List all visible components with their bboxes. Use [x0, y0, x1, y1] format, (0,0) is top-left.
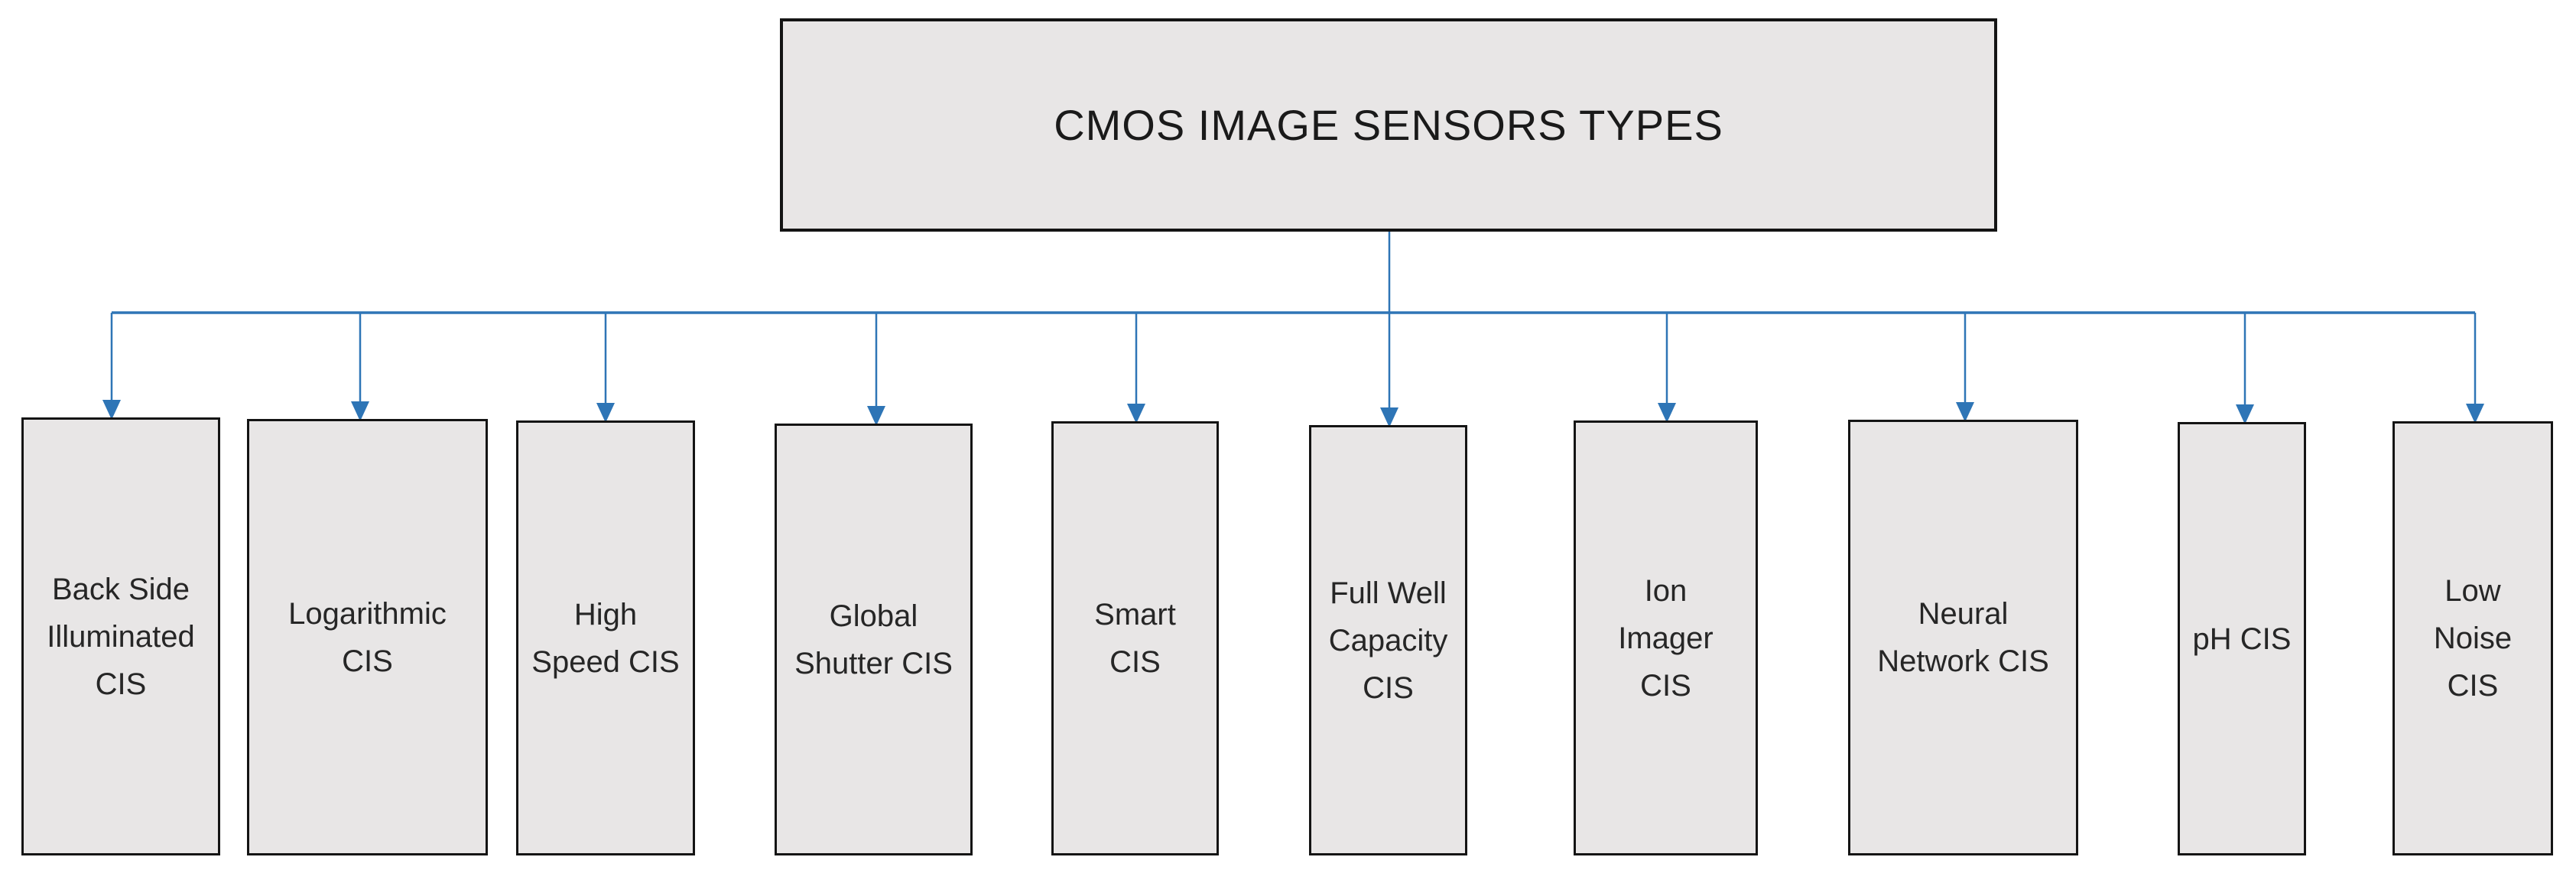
type-box-label: High Speed CIS — [531, 597, 680, 679]
type-box-label: Low Noise CIS — [2433, 574, 2513, 703]
type-box-label: Logarithmic CIS — [288, 596, 447, 678]
type-box-low-noise-cis: Low Noise CIS — [2392, 421, 2553, 855]
arrowhead-down-icon — [867, 406, 885, 426]
diagram-title: CMOS IMAGE SENSORS TYPES — [1054, 101, 1723, 149]
type-box-label: Ion Imager CIS — [1618, 573, 1714, 703]
type-box-smart-cis: Smart CIS — [1051, 421, 1219, 855]
arrowhead-down-icon — [1956, 402, 1974, 422]
type-box-neural-network-cis: Neural Network CIS — [1848, 420, 2078, 855]
arrowhead-down-icon — [2466, 404, 2484, 424]
arrowhead-down-icon — [102, 400, 121, 420]
type-box-full-well-capacity-cis: Full Well Capacity CIS — [1309, 425, 1467, 855]
arrowhead-down-icon — [1380, 407, 1398, 427]
type-box-label: Global Shutter CIS — [794, 599, 953, 680]
arrowhead-down-icon — [351, 401, 369, 421]
type-box-high-speed-cis: High Speed CIS — [516, 420, 695, 855]
root-node-cmos-image-sensors-types: CMOS IMAGE SENSORS TYPES — [780, 18, 1997, 232]
type-box-back-side-illuminated-cis: Back Side Illuminated CIS — [21, 417, 220, 855]
type-box-label: Neural Network CIS — [1877, 597, 2049, 678]
type-box-ion-imager-cis: Ion Imager CIS — [1574, 420, 1758, 855]
type-box-global-shutter-cis: Global Shutter CIS — [775, 424, 973, 855]
arrowhead-down-icon — [2236, 404, 2254, 424]
type-box-logarithmic-cis: Logarithmic CIS — [247, 419, 488, 855]
arrowhead-down-icon — [1658, 403, 1676, 423]
arrowhead-down-icon — [1127, 404, 1145, 424]
type-box-label: pH CIS — [2192, 622, 2292, 656]
type-box-label: Full Well Capacity CIS — [1328, 576, 1448, 705]
type-box-label: Back Side Illuminated CIS — [47, 572, 195, 701]
type-box-label: Smart CIS — [1094, 598, 1176, 679]
arrowhead-down-icon — [596, 403, 615, 423]
type-box-ph-cis: pH CIS — [2178, 422, 2306, 855]
